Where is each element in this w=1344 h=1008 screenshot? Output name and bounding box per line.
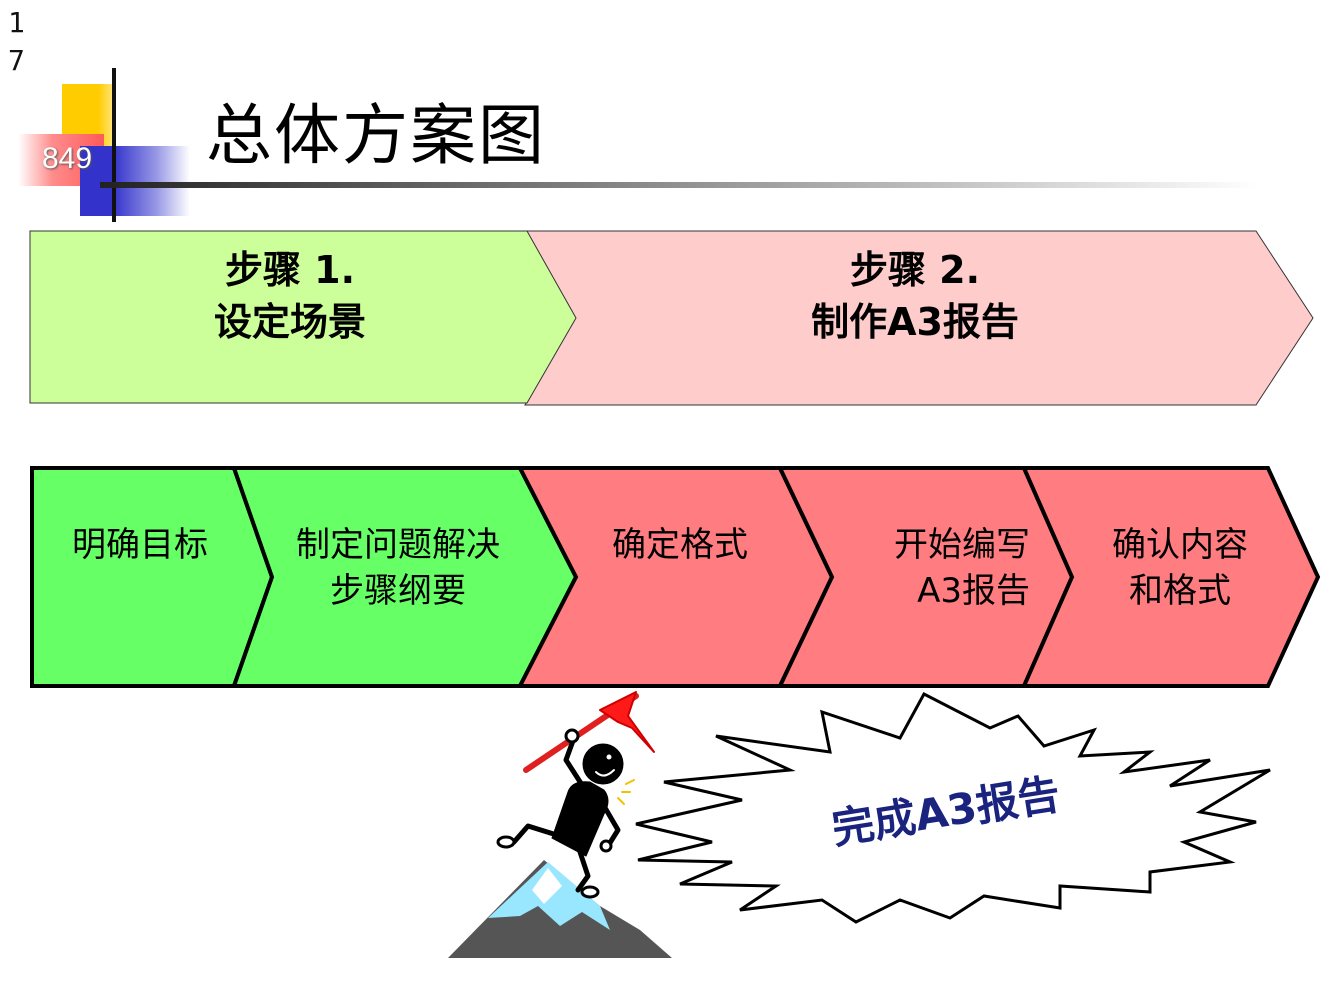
decor-vertical-line bbox=[112, 68, 116, 222]
substep-1-line1: 明确目标 bbox=[72, 525, 208, 565]
step-2-heading: 步骤 2. bbox=[849, 248, 981, 292]
substep-5-line2: 和格式 bbox=[1129, 571, 1231, 611]
step-2-name: 制作A3报告 bbox=[811, 300, 1019, 344]
substep-4-line1: 开始编写 bbox=[894, 525, 1030, 565]
step-1-name: 设定场景 bbox=[213, 300, 366, 344]
substep-5-line1: 确认内容 bbox=[1112, 525, 1248, 565]
substep-2-label: 制定问题解决 步骤纲要 bbox=[270, 522, 526, 614]
step-2-label: 步骤 2. 制作A3报告 bbox=[700, 244, 1130, 348]
completion-burst-shape bbox=[635, 691, 1271, 924]
substep-2-line2: 步骤纲要 bbox=[330, 571, 466, 611]
substep-5-shape bbox=[1020, 466, 1321, 688]
step-1-chevron bbox=[29, 230, 577, 404]
substep-2-line1: 制定问题解决 bbox=[296, 525, 500, 565]
substep-3-label: 确定格式 bbox=[570, 522, 790, 568]
slide-badge: 849 bbox=[42, 142, 93, 175]
step-1-heading: 步骤 1. bbox=[224, 248, 356, 292]
substep-1-shape bbox=[30, 466, 275, 688]
decor-blue-square bbox=[80, 146, 190, 216]
substep-4-label: 开始编写 A3报告 bbox=[840, 522, 1030, 614]
step-1-label: 步骤 1. 设定场景 bbox=[120, 244, 460, 348]
substep-1-label: 明确目标 bbox=[40, 522, 240, 568]
page-title: 总体方案图 bbox=[206, 97, 546, 174]
slide-number: 17 bbox=[8, 6, 25, 77]
substep-5-label: 确认内容 和格式 bbox=[1080, 522, 1280, 614]
title-underline bbox=[100, 182, 1260, 188]
climber-with-flag-icon bbox=[496, 691, 655, 899]
substep-4-line2: A3报告 bbox=[917, 571, 1030, 611]
mountain-icon bbox=[448, 860, 672, 958]
substep-3-line1: 确定格式 bbox=[612, 525, 748, 565]
